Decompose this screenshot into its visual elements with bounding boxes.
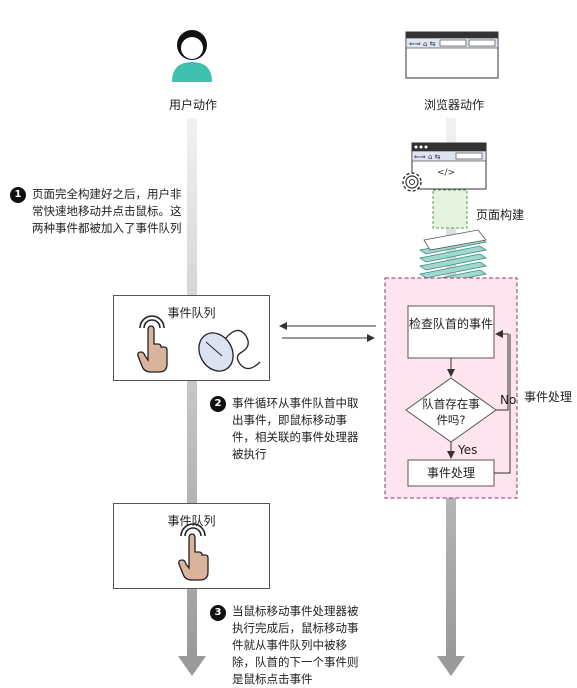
svg-text:⇐⇒ ⌂ ⇆: ⇐⇒ ⌂ ⇆ — [414, 153, 441, 161]
flowchart-process: 事件处理 — [426, 466, 475, 480]
event-queue-title-1: 事件队列 — [167, 306, 216, 320]
page-build-label: 页面构建 — [476, 208, 525, 222]
svg-text:⇐⇒ ⌂ ⇆: ⇐⇒ ⌂ ⇆ — [409, 40, 436, 48]
user-avatar-icon — [172, 30, 212, 82]
step-badge-2: 2 — [210, 396, 226, 412]
user-timeline — [178, 118, 206, 676]
note-2: 事件循环从事件队首中取出事件，即鼠标移动事件，相关联的事件处理器被执行 — [232, 396, 359, 461]
note-1: 页面完全构建好之后，用户非常快速地移动并点击鼠标。这两种事件都被加入了事件队列 — [32, 187, 182, 235]
event-queue-title-2: 事件队列 — [167, 514, 216, 528]
event-queue-box-2: 事件队列 — [113, 503, 270, 589]
hand-pointer-icon — [178, 523, 209, 581]
browser-window-icon: ⇐⇒ ⌂ ⇆ — [405, 31, 499, 79]
browser-actions-label: 浏览器动作 — [424, 98, 485, 112]
step-badge-1: 1 — [10, 187, 26, 203]
user-actions-label: 用户动作 — [169, 98, 218, 112]
mouse-icon — [198, 329, 261, 372]
gear-icon — [402, 172, 422, 192]
flowchart-no-label: No — [500, 393, 517, 407]
event-queue-box-1: 事件队列 — [113, 295, 270, 381]
step-badge-3: 3 — [210, 605, 226, 621]
flowchart-check-head: 检查队首的事件 — [408, 317, 493, 331]
hand-pointer-icon — [137, 315, 168, 373]
flowchart-decision: 队首存在事件吗? — [422, 397, 480, 427]
browser-window-code-icon: ⇐⇒ ⌂ ⇆ — [411, 142, 487, 190]
code-glyph: </> — [437, 168, 456, 178]
note-3: 当鼠标移动事件处理器被执行完成后，鼠标移动事件就从事件队列中被移除，队首的下一个… — [232, 604, 359, 686]
event-processing-label: 事件处理 — [524, 390, 573, 404]
flowchart-yes-label: Yes — [458, 443, 478, 457]
